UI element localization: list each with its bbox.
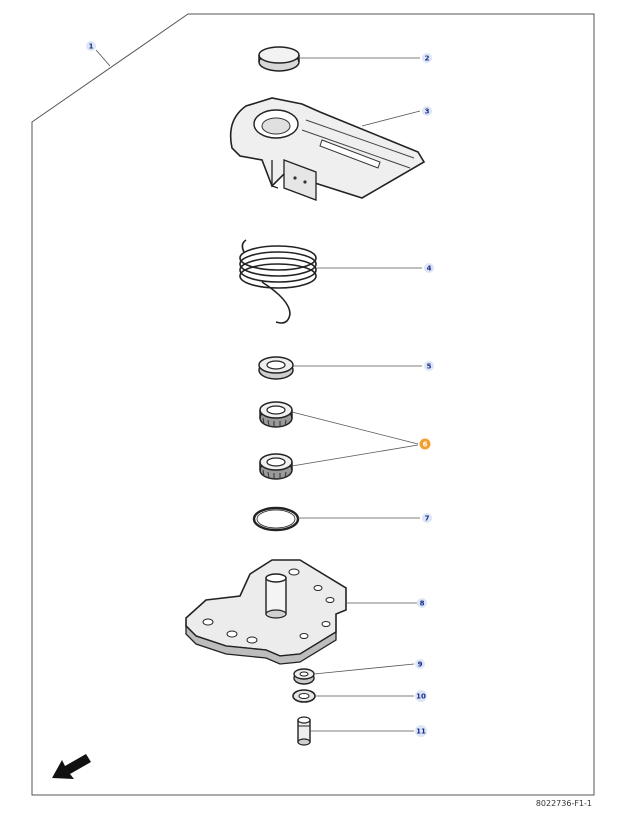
- callout-9[interactable]: 9: [415, 659, 425, 669]
- svg-text:6: 6: [423, 441, 428, 449]
- part-base-plate: [185, 559, 347, 665]
- part-torsion-spring: [239, 239, 317, 324]
- part-washer: [292, 689, 316, 703]
- part-housing: [229, 97, 426, 201]
- leader-line-6a: [291, 411, 419, 445]
- part-seal-ring: [258, 356, 294, 380]
- svg-text:8: 8: [420, 600, 425, 608]
- svg-text:9: 9: [418, 661, 423, 669]
- callout-1[interactable]: 1: [86, 41, 96, 51]
- svg-text:4: 4: [427, 265, 432, 273]
- callout-10[interactable]: 10: [415, 690, 427, 702]
- svg-text:10: 10: [416, 693, 426, 701]
- svg-text:2: 2: [425, 55, 430, 63]
- callout-3[interactable]: 3: [422, 106, 432, 116]
- arrow-down-left-icon: [52, 754, 91, 779]
- leader-line-3: [361, 110, 421, 127]
- reference-code: 8022736-F1-1: [535, 799, 592, 808]
- assembly-frame: [31, 13, 595, 796]
- callout-7[interactable]: 7: [422, 513, 432, 523]
- callout-4[interactable]: 4: [424, 263, 434, 273]
- part-pin: [297, 716, 311, 746]
- callout-11[interactable]: 11: [415, 725, 427, 737]
- callout-2[interactable]: 2: [422, 53, 432, 63]
- part-bearing-lower: [259, 453, 293, 480]
- part-cap: [258, 46, 300, 72]
- svg-text:1: 1: [89, 43, 94, 51]
- callout-8[interactable]: 8: [417, 598, 427, 608]
- callout-6[interactable]: 6: [419, 438, 431, 450]
- leader-line-9: [313, 663, 415, 675]
- part-bearing-upper: [259, 401, 293, 428]
- part-nut: [293, 668, 315, 685]
- svg-text:5: 5: [427, 363, 432, 371]
- leader-line-6b: [291, 444, 419, 467]
- svg-text:3: 3: [425, 108, 430, 116]
- svg-text:11: 11: [416, 728, 426, 736]
- svg-text:7: 7: [425, 515, 430, 523]
- leader-line-1: [95, 49, 111, 67]
- callout-5[interactable]: 5: [424, 361, 434, 371]
- part-o-ring: [252, 506, 300, 532]
